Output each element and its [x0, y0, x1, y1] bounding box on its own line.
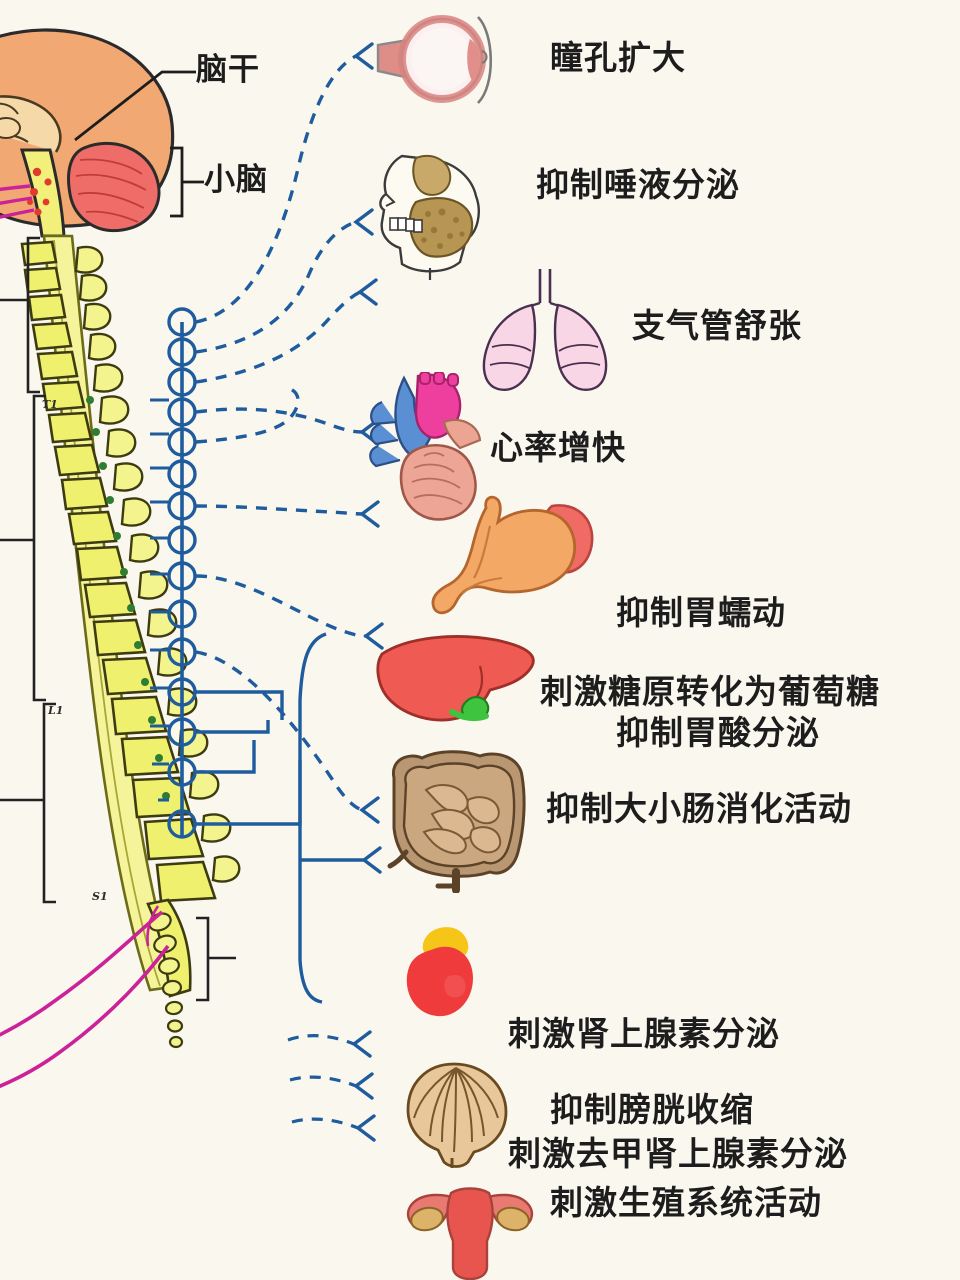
effect-label-stomach: 抑制胃蠕动 抑制胃酸分泌 — [616, 512, 820, 834]
coccyx-segments — [148, 912, 184, 1049]
preganglionic-rami — [150, 398, 169, 802]
pelvic-dashed-fibers — [287, 1034, 359, 1130]
cerebellum-shape — [67, 141, 161, 233]
bladder-icon — [406, 1062, 508, 1168]
heart-icon — [369, 372, 482, 521]
effect-label-pupil: 瞳孔扩大 — [550, 38, 686, 77]
lungs-icon — [482, 269, 608, 391]
liver-icon — [376, 635, 535, 722]
effect-label-bronchi: 支气管舒张 — [632, 306, 802, 345]
fiber-arrowheads — [351, 42, 384, 1142]
effect-label-heart: 心率增快 — [490, 428, 626, 467]
effect-label-intestines: 抑制大小肠消化活动 — [546, 789, 852, 828]
effect-label-bladder: 抑制膀胱收缩 — [550, 1090, 754, 1129]
effect-label-adrenal-line2: 刺激去甲肾上腺素分泌 — [508, 1134, 848, 1174]
brain-label-cerebellum: 小脑 — [204, 162, 268, 198]
effect-label-stomach-line2: 抑制胃酸分泌 — [616, 713, 820, 753]
kidney-adrenal-icon — [406, 927, 473, 1017]
brain-label-pointers — [74, 70, 204, 218]
effect-label-adrenal: 刺激肾上腺素分泌 刺激去甲肾上腺素分泌 — [508, 933, 848, 1255]
spine-tick-t1: T1 — [42, 398, 58, 411]
effect-label-adrenal-line1: 刺激肾上腺素分泌 — [508, 1013, 780, 1053]
sympathetic-ganglia — [167, 307, 197, 839]
effect-label-stomach-line1: 抑制胃蠕动 — [616, 592, 786, 632]
cns-spine-illustration — [0, 28, 241, 1089]
spine-tick-l1: L1 — [48, 704, 64, 717]
brain-label-brainstem: 脑干 — [196, 52, 260, 88]
spine-level-brackets — [0, 236, 236, 1002]
adrenal-solid-fibers — [196, 632, 364, 1004]
preganglionic-dots — [86, 396, 170, 800]
effect-label-salivary: 抑制唾液分泌 — [536, 165, 740, 204]
intestines-icon — [387, 750, 526, 893]
sacral-parasympathetic-fibers — [0, 905, 170, 1089]
effect-label-reproductive: 刺激生殖系统活动 — [550, 1183, 822, 1222]
skull-salivary-gland-icon — [379, 154, 480, 280]
eye-icon — [376, 15, 493, 104]
effect-label-liver: 刺激糖原转化为葡萄糖 — [540, 672, 880, 711]
spine-tick-s1: S1 — [92, 890, 108, 903]
stomach-icon — [431, 495, 594, 615]
sympathetic-chain-and-connectors — [150, 42, 384, 1142]
brainstem-nuclei — [27, 167, 52, 216]
uterus-icon — [406, 1187, 534, 1280]
cranial-parasympathetic-fibers — [0, 184, 35, 219]
postganglionic-dashed-fibers — [195, 54, 367, 812]
spinous-processes — [74, 245, 241, 883]
